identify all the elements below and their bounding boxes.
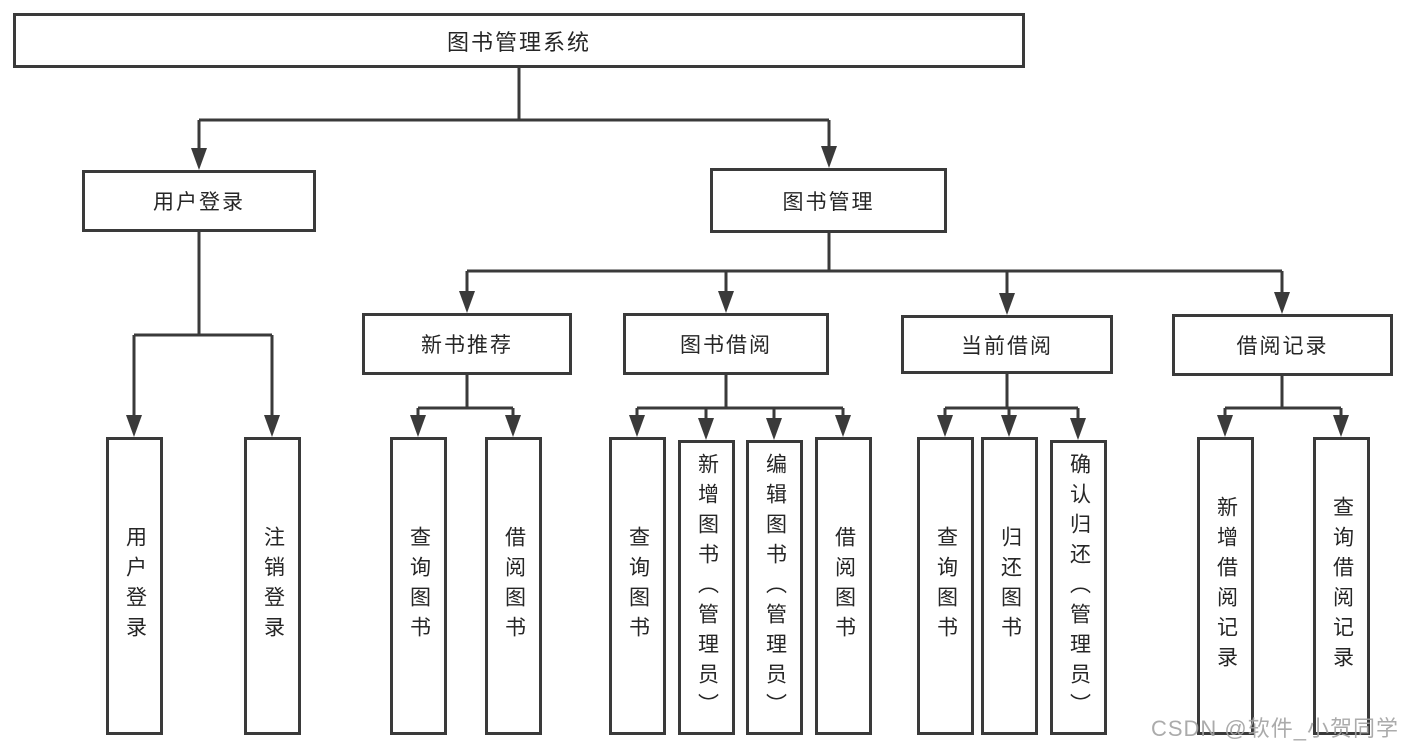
leaf-add-borrow-record: 新增借阅记录 [1197,437,1254,735]
connector-user-login-branch [126,232,280,437]
connector-new-book-branch [410,374,521,437]
connector-borrow-record-branch [1217,375,1349,437]
connector-root-to-level2 [191,68,837,170]
connector-book-borrow-branch [629,374,851,440]
node-user-login: 用户登录 [82,170,316,232]
leaf-query-book-borrow: 查询图书 [609,437,666,735]
leaf-edit-book-admin: 编辑图书（管理员） [746,440,803,735]
leaf-confirm-return-admin: 确认归还（管理员） [1050,440,1107,735]
leaf-return-book: 归还图书 [981,437,1038,735]
leaf-query-borrow-record: 查询借阅记录 [1313,437,1370,735]
leaf-borrow-book: 借阅图书 [815,437,872,735]
leaf-user-login: 用户登录 [106,437,163,735]
leaf-borrow-book-recommend: 借阅图书 [485,437,542,735]
leaf-query-book-recommend: 查询图书 [390,437,447,735]
connector-current-borrow-branch [937,373,1086,440]
node-borrow-record: 借阅记录 [1172,314,1393,376]
csdn-watermark: CSDN @软件_小贺同学 [1150,716,1399,741]
leaf-query-book-current: 查询图书 [917,437,974,735]
node-book-borrow: 图书借阅 [623,313,829,375]
node-new-book-recommend: 新书推荐 [362,313,572,375]
leaf-logout: 注销登录 [244,437,301,735]
node-book-management: 图书管理 [710,168,947,233]
node-root-library-system: 图书管理系统 [13,13,1025,68]
node-current-borrow: 当前借阅 [901,315,1113,374]
connector-book-mgmt-branch [459,233,1290,315]
leaf-add-book-admin: 新增图书（管理员） [678,440,735,735]
